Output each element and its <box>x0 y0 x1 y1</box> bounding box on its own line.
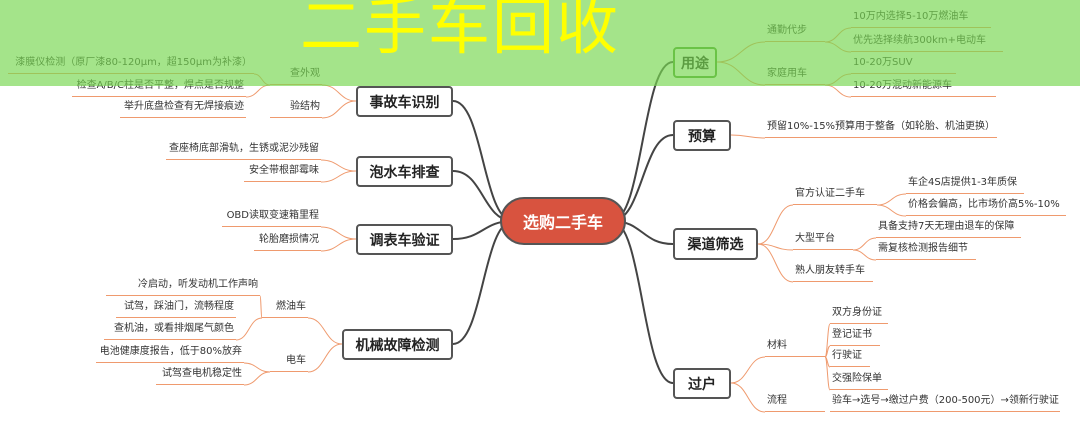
connector <box>320 238 357 252</box>
leaf[interactable]: 行驶证 <box>830 349 870 367</box>
connector <box>730 356 766 384</box>
leaf[interactable]: 车企4S店提供1-3年质保 <box>906 176 1024 194</box>
leaf[interactable]: 预留10%-15%预算用于整备（如轮胎、机油更换） <box>765 120 997 138</box>
subtopic-platform[interactable]: 大型平台 <box>793 232 853 250</box>
topic-odometer[interactable]: 调表车验证 <box>356 224 453 255</box>
connector <box>824 27 852 43</box>
central-topic[interactable]: 选购二手车 <box>500 197 626 245</box>
subtopic-fuel[interactable]: 燃油车 <box>262 300 308 318</box>
connector <box>757 204 794 245</box>
connector <box>321 84 357 102</box>
topic-accident[interactable]: 事故车识别 <box>356 86 453 117</box>
connector <box>452 100 514 222</box>
connector <box>757 243 794 283</box>
leaf[interactable]: 登记证书 <box>830 328 880 346</box>
connector <box>876 193 907 206</box>
leaf[interactable]: 验车→选号→缴过户费（200-500元）→领新行驶证 <box>830 394 1060 412</box>
connector <box>730 134 766 139</box>
leaf[interactable]: 电池健康度报告，低于80%放弃 <box>96 345 244 363</box>
subtopic-ev[interactable]: 电车 <box>270 354 308 372</box>
connector <box>321 100 357 119</box>
connector <box>852 237 877 251</box>
connector <box>611 61 674 222</box>
connector <box>611 220 674 384</box>
topic-flood[interactable]: 泡水车排查 <box>356 156 453 187</box>
subtopic-process[interactable]: 流程 <box>765 394 825 412</box>
topic-budget[interactable]: 预算 <box>673 120 731 151</box>
connector <box>320 226 357 240</box>
connector <box>716 41 766 63</box>
subtopic-appearance[interactable]: 查外观 <box>270 67 322 85</box>
connector <box>824 73 852 86</box>
connector <box>245 84 271 98</box>
connector <box>824 41 852 53</box>
leaf[interactable]: 具备支持7天无理由退车的保障 <box>876 220 1021 238</box>
leaf[interactable]: 安全带根部霉味 <box>244 164 321 182</box>
connector <box>716 61 766 86</box>
leaf[interactable]: 价格会偏高，比市场价高5%-10% <box>906 198 1066 216</box>
leaf[interactable]: 查机油，或看排烟尾气颜色 <box>104 322 236 340</box>
leaf[interactable]: 检查A/B/C柱是否平整，焊点是否规整 <box>72 79 246 97</box>
leaf[interactable]: 漆膜仪检测（原厂漆80-120μm，超150μm为补漆） <box>8 56 254 74</box>
leaf[interactable]: 双方身份证 <box>830 306 888 324</box>
subtopic-official[interactable]: 官方认证二手车 <box>793 187 877 205</box>
leaf[interactable]: 需复核检测报告细节 <box>876 242 976 260</box>
topic-transfer[interactable]: 过户 <box>673 368 731 399</box>
connector <box>307 317 343 345</box>
connector <box>852 249 877 261</box>
connector <box>259 295 263 319</box>
connector <box>876 204 907 217</box>
subtopic-structure[interactable]: 验结构 <box>270 100 322 118</box>
topic-mechanical[interactable]: 机械故障检测 <box>342 329 453 360</box>
leaf[interactable]: 优先选择续航300km+电动车 <box>851 34 1003 52</box>
connector <box>320 170 357 183</box>
leaf[interactable]: 试驾，踩油门，流畅程度 <box>116 300 236 318</box>
connector <box>307 343 343 373</box>
leaf[interactable]: 试驾查电机稳定性 <box>156 367 244 385</box>
leaf[interactable]: 查座椅底部滑轨，生锈或泥沙残留 <box>166 142 321 160</box>
connector <box>824 356 831 391</box>
leaf[interactable]: 冷启动，听发动机工作声响 <box>106 278 260 296</box>
leaf[interactable]: 10万内选择5-10万燃油车 <box>851 10 991 28</box>
connector <box>452 220 514 345</box>
connector <box>243 362 271 373</box>
subtopic-materials[interactable]: 材料 <box>765 339 825 357</box>
connector <box>243 371 271 386</box>
subtopic-friends[interactable]: 熟人朋友转手车 <box>793 264 873 282</box>
connector <box>757 243 794 251</box>
subtopic-family[interactable]: 家庭用车 <box>765 67 825 85</box>
topic-channel[interactable]: 渠道筛选 <box>673 228 758 260</box>
subtopic-commute[interactable]: 通勤代步 <box>765 24 825 42</box>
leaf[interactable]: 举升底盘检查有无焊接痕迹 <box>120 100 246 118</box>
leaf[interactable]: 10-20万SUV <box>851 56 956 74</box>
leaf[interactable]: 轮胎磨损情况 <box>254 233 321 251</box>
connector <box>730 382 766 413</box>
connector <box>824 84 852 98</box>
leaf[interactable]: 10-20万混动新能源车 <box>851 79 996 97</box>
leaf[interactable]: OBD读取变速箱里程 <box>222 209 321 227</box>
connector <box>235 317 263 341</box>
connector <box>253 73 271 86</box>
connector <box>320 159 357 172</box>
topic-usage[interactable]: 用途 <box>673 47 717 78</box>
leaf[interactable]: 交强险保单 <box>830 372 888 390</box>
